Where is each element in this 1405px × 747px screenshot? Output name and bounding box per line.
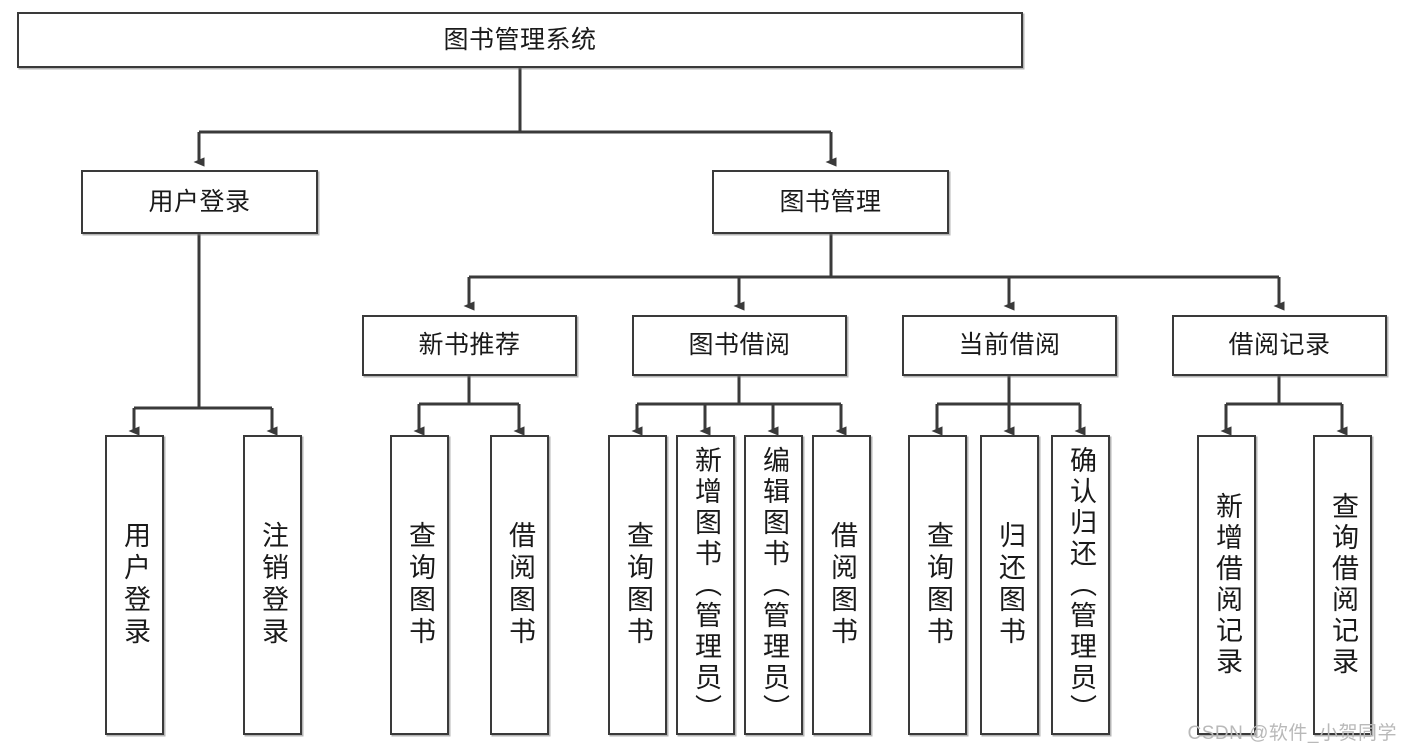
node-user-login[interactable]: 用户登录 — [81, 170, 318, 234]
node-label: 归还图书 — [995, 521, 1025, 649]
node-leaf-query-book-recommend[interactable]: 查询图书 — [390, 435, 449, 735]
node-leaf-edit-book-admin[interactable]: 编辑图书（管理员） — [744, 435, 803, 735]
node-leaf-confirm-return-admin[interactable]: 确认归还（管理员） — [1051, 435, 1110, 735]
node-label: 借阅图书 — [505, 521, 535, 649]
node-leaf-query-book-current[interactable]: 查询图书 — [908, 435, 967, 735]
node-leaf-borrow-book[interactable]: 借阅图书 — [812, 435, 871, 735]
node-label: 用户登录 — [148, 187, 251, 216]
node-current-borrow[interactable]: 当前借阅 — [902, 315, 1117, 376]
node-label: 用户登录 — [120, 521, 150, 649]
node-leaf-add-book-admin[interactable]: 新增图书（管理员） — [676, 435, 735, 735]
node-leaf-logout[interactable]: 注销登录 — [243, 435, 302, 735]
node-label: 新增图书（管理员） — [691, 445, 721, 725]
node-label: 查询图书 — [405, 521, 435, 649]
node-leaf-query-borrow-record[interactable]: 查询借阅记录 — [1313, 435, 1372, 735]
node-label: 查询图书 — [623, 521, 653, 649]
node-label: 借阅记录 — [1228, 331, 1331, 360]
node-new-book-recommend[interactable]: 新书推荐 — [362, 315, 577, 376]
node-leaf-borrow-book-recommend[interactable]: 借阅图书 — [490, 435, 549, 735]
node-borrow-record[interactable]: 借阅记录 — [1172, 315, 1387, 376]
node-root-system[interactable]: 图书管理系统 — [17, 12, 1023, 68]
node-leaf-query-book-borrow[interactable]: 查询图书 — [608, 435, 667, 735]
node-label: 注销登录 — [258, 521, 288, 649]
node-label: 图书管理系统 — [443, 25, 597, 54]
node-label: 新增借阅记录 — [1212, 492, 1242, 678]
node-book-borrow[interactable]: 图书借阅 — [632, 315, 847, 376]
node-label: 新书推荐 — [418, 331, 521, 360]
node-book-management[interactable]: 图书管理 — [712, 170, 949, 234]
watermark: CSDN @软件_小贺同学 — [1187, 723, 1397, 744]
node-label: 借阅图书 — [827, 521, 857, 649]
node-label: 图书借阅 — [688, 331, 791, 360]
node-leaf-user-login[interactable]: 用户登录 — [105, 435, 164, 735]
node-leaf-add-borrow-record[interactable]: 新增借阅记录 — [1197, 435, 1256, 735]
node-label: 查询借阅记录 — [1328, 492, 1358, 678]
node-leaf-return-book[interactable]: 归还图书 — [980, 435, 1039, 735]
node-label: 图书管理 — [779, 187, 882, 216]
node-label: 查询图书 — [923, 521, 953, 649]
node-label: 编辑图书（管理员） — [759, 445, 789, 725]
node-label: 确认归还（管理员） — [1066, 445, 1096, 725]
node-label: 当前借阅 — [958, 331, 1061, 360]
